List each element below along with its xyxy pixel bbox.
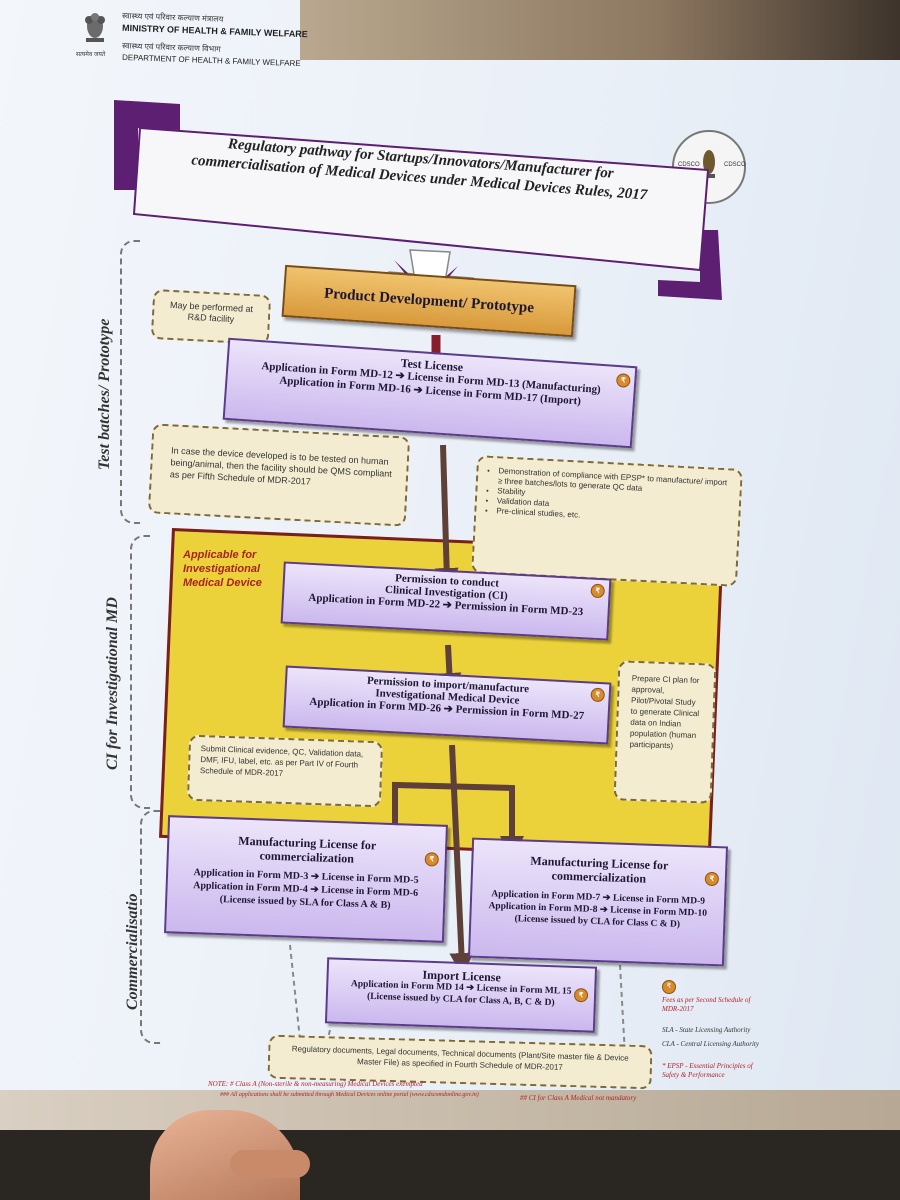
commercialisation-bracket [140, 810, 162, 1044]
legend-fees: Fees as per Second Schedule of MDR-2017 [662, 996, 751, 1013]
footnote-2: ## CI for Class A Medical not mandatory [520, 1094, 637, 1102]
arrow-split [392, 781, 515, 835]
fees-legend-icon: ₹ [662, 980, 676, 994]
mfg-license-ab-box: Manufacturing License for commercializat… [164, 815, 448, 943]
emblem-icon [80, 8, 110, 48]
audience-finger [230, 1150, 310, 1178]
test-batches-bracket [120, 240, 142, 524]
arrow-test-to-ci [434, 444, 459, 592]
legend-sla: SLA - State Licensing Authority [662, 1026, 751, 1034]
seal-text-left: CDSCO [678, 162, 700, 168]
cdsco-seal: CDSCO CDSCO [672, 130, 746, 204]
mfg-cd-title: Manufacturing License for commercializat… [530, 853, 669, 886]
rnd-note: May be performed at R&D facility [150, 288, 272, 346]
mfg-license-cd-box: Manufacturing License for commercializat… [467, 837, 729, 967]
epsp-note: Demonstration of compliance with EPSP* t… [471, 455, 743, 587]
legend-epsp: * EPSP - Essential Principles of Safety … [662, 1062, 753, 1079]
qms-note: In case the device developed is to be te… [147, 423, 411, 527]
clinical-evidence-note: Submit Clinical evidence, QC, Validation… [186, 734, 384, 808]
emblem-caption: सत्यमेव जयते [76, 52, 106, 58]
mfg-ab-title: Manufacturing License for commercializat… [238, 833, 377, 866]
product-development-label: Product Development/ Prototype [323, 285, 535, 317]
seal-text-right: CDSCO [724, 162, 746, 168]
ci-plan-note: Prepare CI plan for approval, Pilot/Pivo… [613, 660, 717, 804]
footnote-3: ### All applications shall be submitted … [220, 1092, 479, 1098]
seal-emblem-icon [699, 146, 719, 182]
import-license-box: Import License Application in Form MD 14… [324, 957, 598, 1033]
footnote-1: NOTE: # Class A (Non-sterile & non-measu… [208, 1080, 423, 1088]
ci-bracket [130, 535, 152, 809]
screen-bottom-frame [0, 1090, 900, 1130]
arrow-main-to-import-license [449, 744, 474, 977]
wall-background [300, 0, 900, 60]
investigational-label: Applicable for Investigational Medical D… [183, 549, 262, 589]
legend-cla: CLA - Central Licensing Authority [662, 1040, 759, 1048]
